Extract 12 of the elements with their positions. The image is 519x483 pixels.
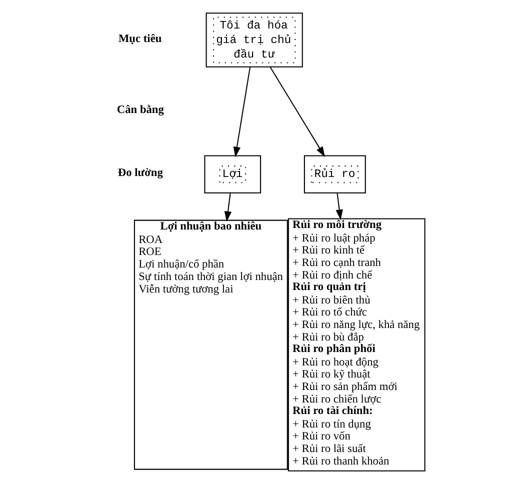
node-box: Tôi đa hóa giá trị chủ đầu tư — [206, 12, 303, 67]
label: Cân bằng — [116, 104, 164, 116]
arrow — [270, 66, 325, 156]
arrow — [336, 192, 343, 220]
node-box: Lợi — [204, 154, 262, 193]
label: Mục tiêu — [118, 32, 162, 44]
label: Đo lường — [118, 166, 163, 179]
arrow — [233, 66, 251, 157]
arrow — [224, 192, 232, 222]
node-box: Rủi ro môi trường + Rủi ro luật pháp + Rủi ro kinh tế + Rủi ro cạnh tranh + Rủi ro định chế Rủi ro quản trị + Rủi ro biên thủ + Rủi ro tổ chức + Rủi ro năng lực, khả năng + Rủi ro bù đắp Rủi ro phân phối + Rủi ro hoạt động + Rủi ro kỹ thuật + Rủi ro sản phẩm mới + Rủi ro chiến lược Rủi ro tài chính: + Rủi ro tín dụng + Rủi ro vốn + Rủi ro lãi suất + Rủi ro thanh khoản — [288, 218, 426, 471]
node-box: Rủi ro — [304, 154, 366, 193]
node-box: Lợi nhuận bao nhiêu ROA ROE Lợi nhuận/cổ phần Sự tính toán thời gian lợi nhuận Viễn tưởng tương lai — [134, 219, 288, 470]
